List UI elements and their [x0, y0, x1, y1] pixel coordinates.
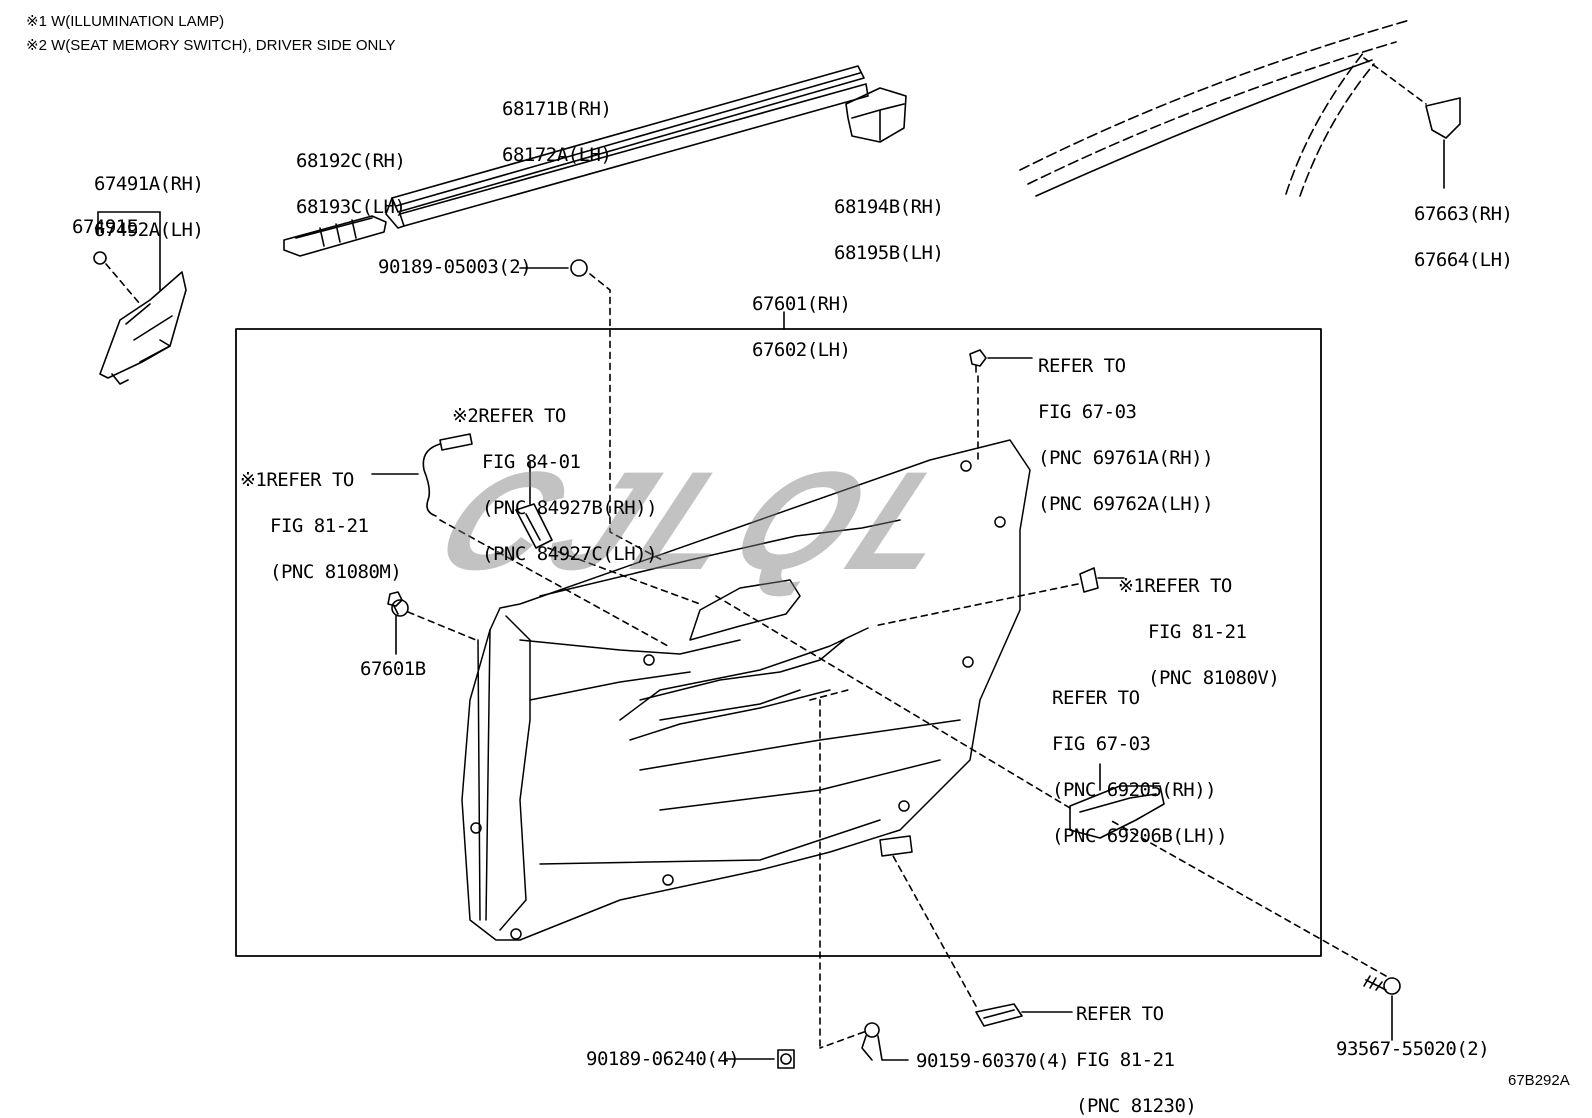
- lamp-81080V: [873, 567, 1125, 627]
- ref-line: REFER TO: [1052, 687, 1140, 709]
- ref-line: FIG 67-03: [1038, 401, 1137, 423]
- part-number-rh: 68171B(RH): [502, 98, 612, 120]
- part-number-lh: 67664(LH): [1414, 249, 1513, 271]
- ref-line: (PNC 69761A(RH)): [1038, 447, 1214, 469]
- screw-93567: [1109, 819, 1401, 1041]
- ref-callout-81230: REFER TO FIG 81-21 (PNC 81230): [1076, 980, 1197, 1118]
- ref-line: (PNC 69762A(LH)): [1038, 493, 1214, 515]
- ref-line: REFER TO: [1038, 355, 1126, 377]
- molding-68192: [283, 215, 387, 257]
- ref-line: FIG 67-03: [1052, 733, 1151, 755]
- part-number-lh: 68172A(LH): [502, 144, 612, 166]
- part-label-67601B: 67601B: [360, 658, 426, 680]
- seat-switch-84927: [515, 461, 701, 605]
- ref-line: FIG 81-21: [1148, 621, 1247, 643]
- clip-90189-06240: [725, 689, 849, 1069]
- inside-handle-69205: [715, 595, 1165, 839]
- ref-callout-81080V: ※1REFER TO FIG 81-21 (PNC 81080V): [1118, 552, 1280, 690]
- ref-line: (PNC 81080V): [1148, 667, 1280, 689]
- ref-callout-81080M: ※1REFER TO FIG 81-21 (PNC 81080M): [240, 446, 402, 584]
- cover-81230: [891, 853, 1073, 1027]
- figure-id: 67B292A: [1508, 1072, 1570, 1089]
- part-label-90189-05003: 90189-05003(2): [378, 256, 532, 278]
- ref-line: REFER TO: [1076, 1003, 1164, 1025]
- door-frame-67663: [1019, 19, 1461, 197]
- part-label-93567-55020: 93567-55020(2): [1336, 1038, 1490, 1060]
- part-number-rh: 67663(RH): [1414, 203, 1513, 225]
- part-number-lh: 67492A(LH): [94, 219, 204, 241]
- ref-line: (PNC 69206B(LH)): [1052, 825, 1228, 847]
- part-number-rh: 67491A(RH): [94, 173, 204, 195]
- part-label-67491A: 67491A(RH) 67492A(LH): [94, 150, 204, 242]
- screw-90159: [819, 1022, 909, 1061]
- part-number-lh: 68195B(LH): [834, 242, 944, 264]
- ref-line: (PNC 81080M): [270, 561, 402, 583]
- part-label-67663: 67663(RH) 67664(LH): [1414, 180, 1513, 272]
- ref-line: (PNC 69205(RH)): [1052, 779, 1217, 801]
- note-seat-memory-switch: ※2 W(SEAT MEMORY SWITCH), DRIVER SIDE ON…: [26, 37, 396, 54]
- cover-68194: [845, 87, 907, 143]
- note-illumination-lamp: ※1 W(ILLUMINATION LAMP): [26, 13, 225, 30]
- ref-line: FIG 84-01: [482, 451, 581, 473]
- clip-69761: [969, 349, 1033, 463]
- clip-67601B: [387, 591, 477, 655]
- part-label-90189-06240: 90189-06240(4): [586, 1048, 740, 1070]
- part-label-68194B: 68194B(RH) 68195B(LH): [834, 173, 944, 265]
- cover-67491: [93, 211, 187, 385]
- part-number-rh: 67601(RH): [752, 293, 851, 315]
- ref-line: ※1REFER TO: [240, 469, 354, 491]
- part-label-67491E: 67491E: [72, 216, 138, 238]
- assembly-frame: [235, 328, 1322, 957]
- door-trim-panel: [461, 439, 1031, 941]
- ref-callout-69761: REFER TO FIG 67-03 (PNC 69761A(RH)) (PNC…: [1038, 332, 1214, 516]
- part-number-rh: 68194B(RH): [834, 196, 944, 218]
- part-label-67601: 67601(RH) 67602(LH): [752, 270, 851, 362]
- part-label-68171B: 68171B(RH) 68172A(LH): [502, 75, 612, 167]
- ref-line: (PNC 84927B(RH)): [482, 497, 658, 519]
- ref-line: ※2REFER TO: [452, 405, 566, 427]
- ref-line: FIG 81-21: [1076, 1049, 1175, 1071]
- ref-line: ※1REFER TO: [1118, 575, 1232, 597]
- ref-callout-69205: REFER TO FIG 67-03 (PNC 69205(RH)) (PNC …: [1052, 664, 1228, 848]
- ref-line: (PNC 84927C(LH)): [482, 543, 658, 565]
- part-label-90159-60370: 90159-60370(4): [916, 1050, 1070, 1072]
- ref-callout-84927: ※2REFER TO FIG 84-01 (PNC 84927B(RH)) (P…: [452, 382, 658, 566]
- lamp-wire-81080M: [371, 433, 669, 647]
- part-label-68192C: 68192C(RH) 68193C(LH): [296, 127, 406, 219]
- ref-line: (PNC 81230): [1076, 1095, 1197, 1117]
- weatherstrip-68171: [385, 65, 869, 229]
- ref-line: FIG 81-21: [270, 515, 369, 537]
- part-number-rh: 68192C(RH): [296, 150, 406, 172]
- part-number-lh: 67602(LH): [752, 339, 851, 361]
- part-number-lh: 68193C(LH): [296, 196, 406, 218]
- clip-90189-05003: [519, 259, 663, 561]
